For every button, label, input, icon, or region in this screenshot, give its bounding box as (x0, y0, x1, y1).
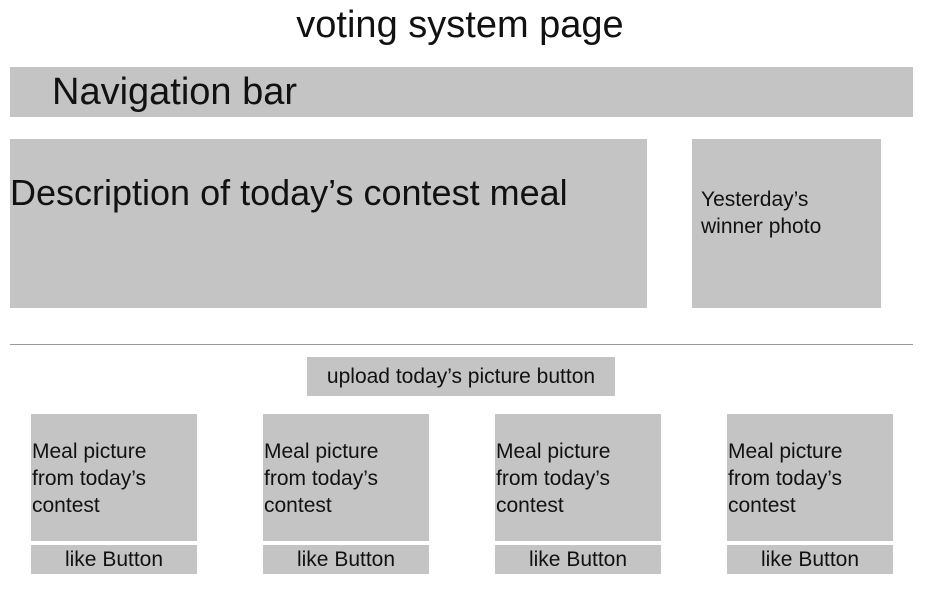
meal-picture-label: Meal picture from today’s contest (496, 440, 611, 517)
like-button[interactable]: like Button (31, 545, 197, 574)
meal-picture[interactable]: Meal picture from today’s contest (495, 414, 661, 541)
page-title: voting system page (296, 4, 624, 46)
meal-card: Meal picture from today’s contest like B… (727, 414, 893, 574)
contest-description-panel: Description of today’s contest meal (10, 139, 647, 308)
meal-picture[interactable]: Meal picture from today’s contest (727, 414, 893, 541)
yesterday-winner-photo: Yesterday’s winner photo (692, 139, 881, 308)
meal-picture[interactable]: Meal picture from today’s contest (31, 414, 197, 541)
yesterday-winner-label: Yesterday’s winner photo (701, 188, 822, 238)
like-button[interactable]: like Button (495, 545, 661, 574)
meal-picture-label: Meal picture from today’s contest (32, 440, 147, 517)
meal-picture-label: Meal picture from today’s contest (264, 440, 379, 517)
section-divider (10, 344, 913, 345)
like-button[interactable]: like Button (727, 545, 893, 574)
meal-picture[interactable]: Meal picture from today’s contest (263, 414, 429, 541)
contest-description-label: Description of today’s contest meal (10, 172, 568, 213)
navigation-bar-label: Navigation bar (52, 71, 298, 113)
navigation-bar[interactable]: Navigation bar (10, 67, 913, 117)
meal-card: Meal picture from today’s contest like B… (495, 414, 661, 574)
meal-card: Meal picture from today’s contest like B… (31, 414, 197, 574)
like-button[interactable]: like Button (263, 545, 429, 574)
meal-card: Meal picture from today’s contest like B… (263, 414, 429, 574)
meal-picture-label: Meal picture from today’s contest (728, 440, 843, 517)
upload-picture-button[interactable]: upload today’s picture button (307, 357, 615, 396)
